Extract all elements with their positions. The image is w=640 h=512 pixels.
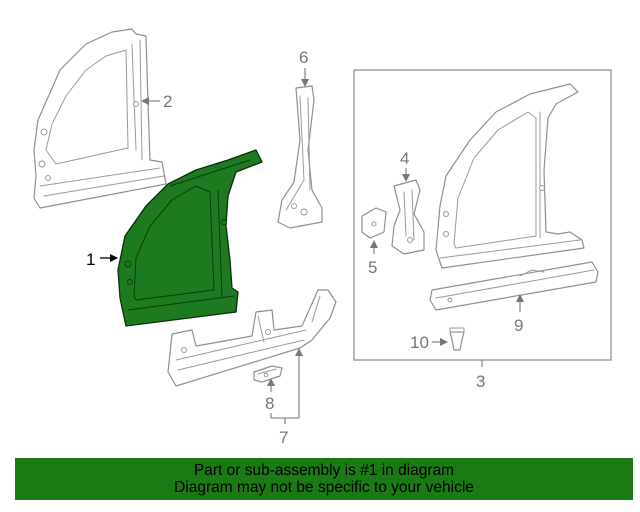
part-4-reinforcement <box>391 179 425 255</box>
callout-6: 6 <box>299 48 309 87</box>
callout-9: 9 <box>514 294 524 335</box>
banner-line-2: Diagram may not be specific to your vehi… <box>174 479 474 496</box>
banner-line-1: Part or sub-assembly is #1 in diagram <box>193 462 455 479</box>
callout-9-label: 9 <box>514 316 523 335</box>
callout-2: 2 <box>141 92 172 111</box>
part-5-gusset <box>361 207 387 239</box>
callout-1-label: 1 <box>86 250 95 269</box>
part-10-clip <box>449 327 465 351</box>
part-9-rocker-reinforcement <box>429 261 599 311</box>
callout-4-label: 4 <box>400 149 409 168</box>
callout-5: 5 <box>368 240 378 277</box>
part-2-body-side-outer <box>33 28 167 209</box>
callout-5-label: 5 <box>368 258 377 277</box>
callout-2-label: 2 <box>163 92 172 111</box>
callout-10-label: 10 <box>410 333 429 352</box>
part-6-b-pillar <box>277 85 323 229</box>
callout-8-label: 8 <box>265 394 274 413</box>
parts-diagram: 2 1 6 <box>33 28 612 447</box>
callout-4: 4 <box>400 149 410 182</box>
callout-10: 10 <box>410 333 448 352</box>
callout-3: 3 <box>476 360 485 391</box>
part-3-body-side-assembly <box>435 83 585 269</box>
part-1-pillar-inner <box>117 149 263 327</box>
callout-6-label: 6 <box>299 48 308 67</box>
callout-7: 7 <box>270 348 303 447</box>
part-7-rocker <box>167 289 337 387</box>
part-8-bracket <box>253 365 283 383</box>
callout-3-label: 3 <box>476 372 485 391</box>
info-banner: Part or sub-assembly is #1 in diagram Di… <box>15 458 633 500</box>
callout-7-label: 7 <box>279 428 288 447</box>
callout-1: 1 <box>86 250 118 269</box>
callout-8: 8 <box>265 378 275 413</box>
